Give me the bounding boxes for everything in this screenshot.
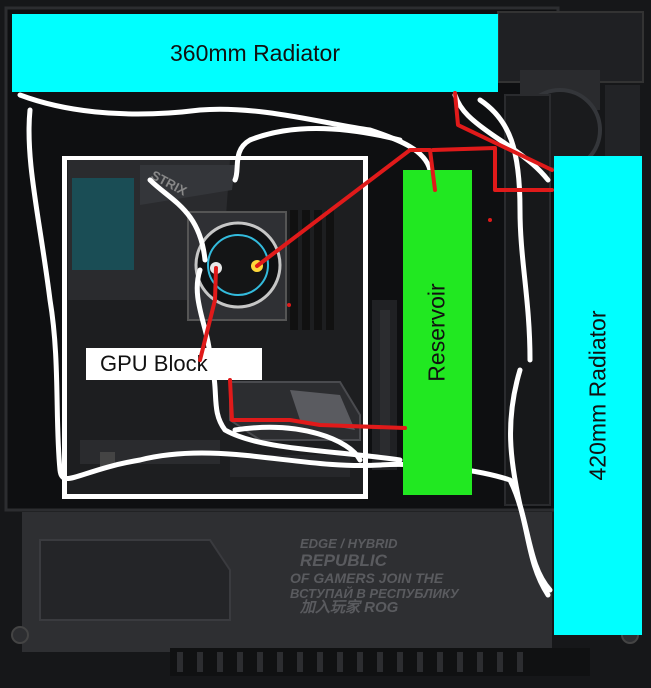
red-tubing: [0, 0, 651, 688]
